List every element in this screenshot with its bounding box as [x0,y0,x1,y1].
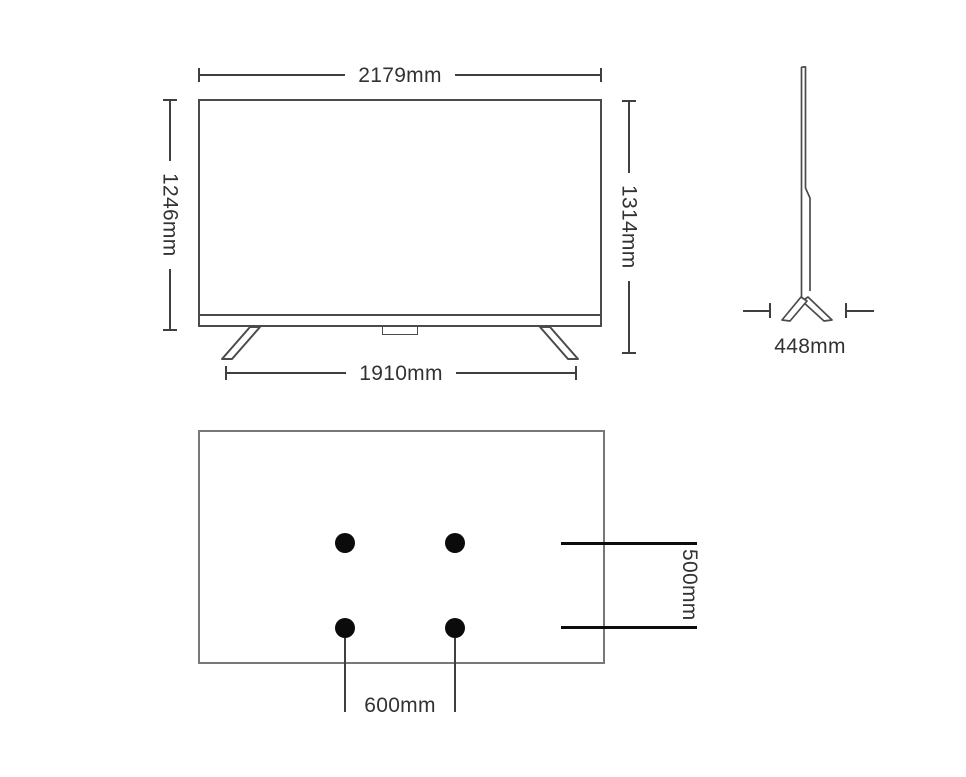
dimension-tick [600,68,603,82]
vesa-horizontal-dimension-line-right [454,638,456,712]
dimension-line [455,372,576,374]
vesa-horizontal-spacing-label: 600mm [364,694,436,717]
dimension-tick [622,100,636,102]
center-notch [382,327,418,335]
vesa-vertical-dimension-line-bottom [561,626,697,629]
mount-hole-top-right [445,533,465,553]
side-panel-back-edge [801,66,811,291]
front-screen-height-label: 1246mm [158,173,182,257]
dimension-line [454,74,601,76]
dimension-tick [769,303,771,318]
dimension-tick [575,366,578,380]
depth-label: 448mm [774,335,846,358]
dimension-tick [845,303,847,318]
depth-dimension-line-left [743,310,770,312]
front-overall-height-label: 1314mm [617,185,641,269]
dimension-line [628,280,630,353]
bottom-bezel-line [200,314,600,316]
right-foot [539,326,579,360]
dimension-tick [198,68,200,82]
front-screen-height-dimension: 1246mm [158,99,182,332]
vesa-horizontal-dimension-line-left [344,638,346,712]
dimension-tick [622,352,636,355]
dimension-tick [225,366,227,380]
front-width-label: 2179mm [358,63,442,87]
stand-span-dimension: 1910mm [225,361,578,385]
rear-panel-outline [198,430,605,664]
side-profile-drawing [781,66,833,322]
mount-hole-bottom-right [445,618,465,638]
depth-dimension-line-right [846,310,874,312]
mount-hole-top-left [335,533,355,553]
dimension-line [226,372,347,374]
dimension-tick [163,329,177,332]
side-stand-left-leg [781,296,808,322]
dimension-tick [163,99,177,101]
front-overall-height-dimension: 1314mm [617,100,641,355]
front-width-dimension: 2179mm [198,63,603,87]
dimension-line [628,101,630,174]
front-stand-feet [221,326,579,360]
mount-hole-bottom-left [335,618,355,638]
dimension-line [169,100,171,162]
vesa-vertical-spacing-label: 500mm [678,549,701,621]
stand-span-label: 1910mm [359,361,443,385]
dimension-line [199,74,346,76]
vesa-vertical-dimension-line-top [561,542,697,545]
left-foot [221,326,261,360]
dimension-line [169,268,171,330]
tv-panel-outline [198,99,602,327]
